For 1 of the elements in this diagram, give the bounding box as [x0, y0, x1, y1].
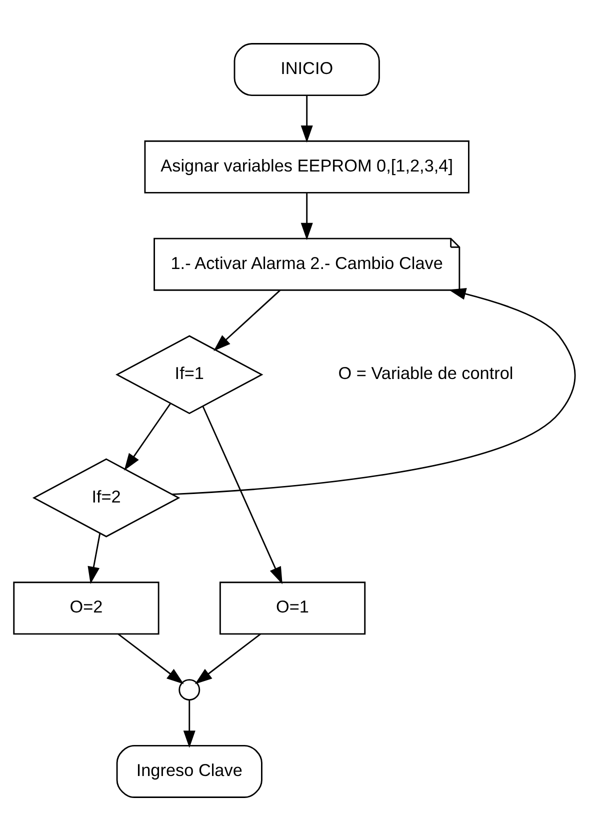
label: O = Variable de control — [338, 362, 514, 383]
